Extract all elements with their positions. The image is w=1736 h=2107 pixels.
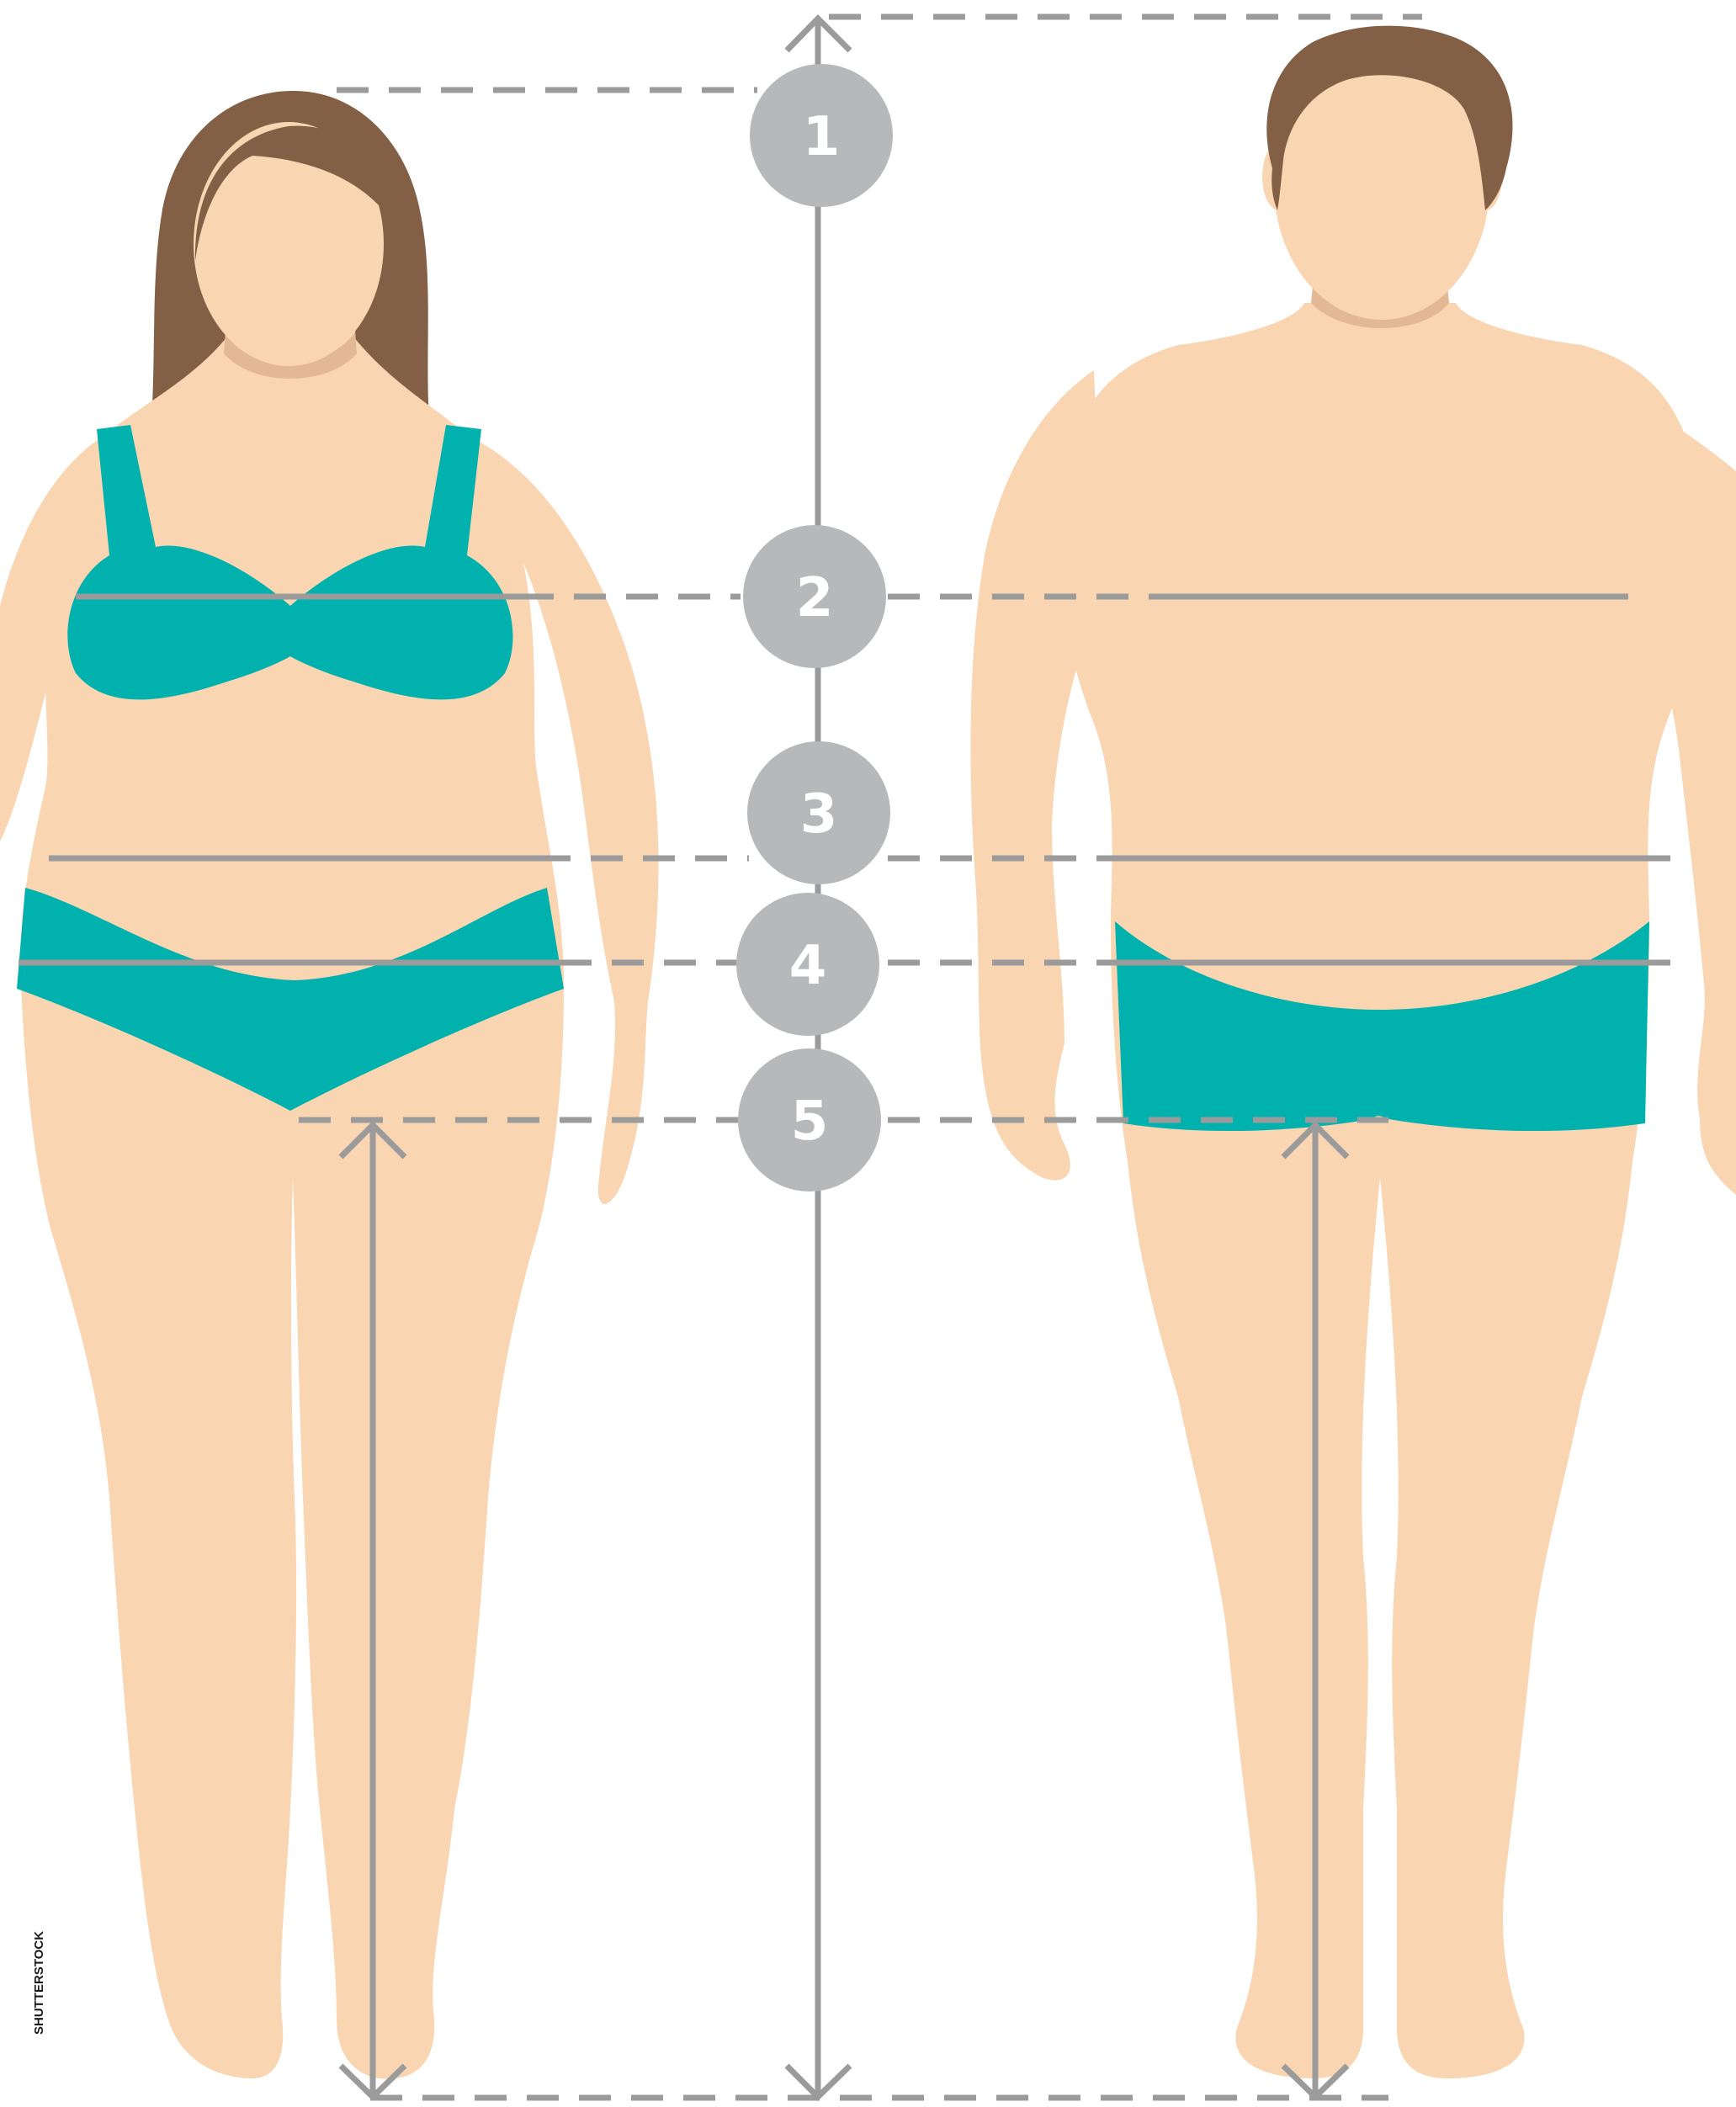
marker-3-label: 3 (800, 783, 838, 846)
marker-5-label: 5 (791, 1091, 829, 1153)
image-credit: SHUTTERSTOCK (32, 1931, 46, 2035)
marker-2: 2 (743, 525, 886, 668)
man-figure (970, 26, 1736, 2078)
marker-1: 1 (750, 64, 893, 207)
marker-4: 4 (736, 893, 879, 1036)
woman-figure (0, 91, 658, 2079)
marker-3: 3 (747, 741, 890, 884)
man-body (1059, 303, 1701, 2078)
marker-5: 5 (738, 1048, 881, 1191)
marker-4-label: 4 (789, 935, 827, 997)
marker-2-label: 2 (796, 567, 834, 629)
marker-1-label: 1 (803, 106, 841, 168)
